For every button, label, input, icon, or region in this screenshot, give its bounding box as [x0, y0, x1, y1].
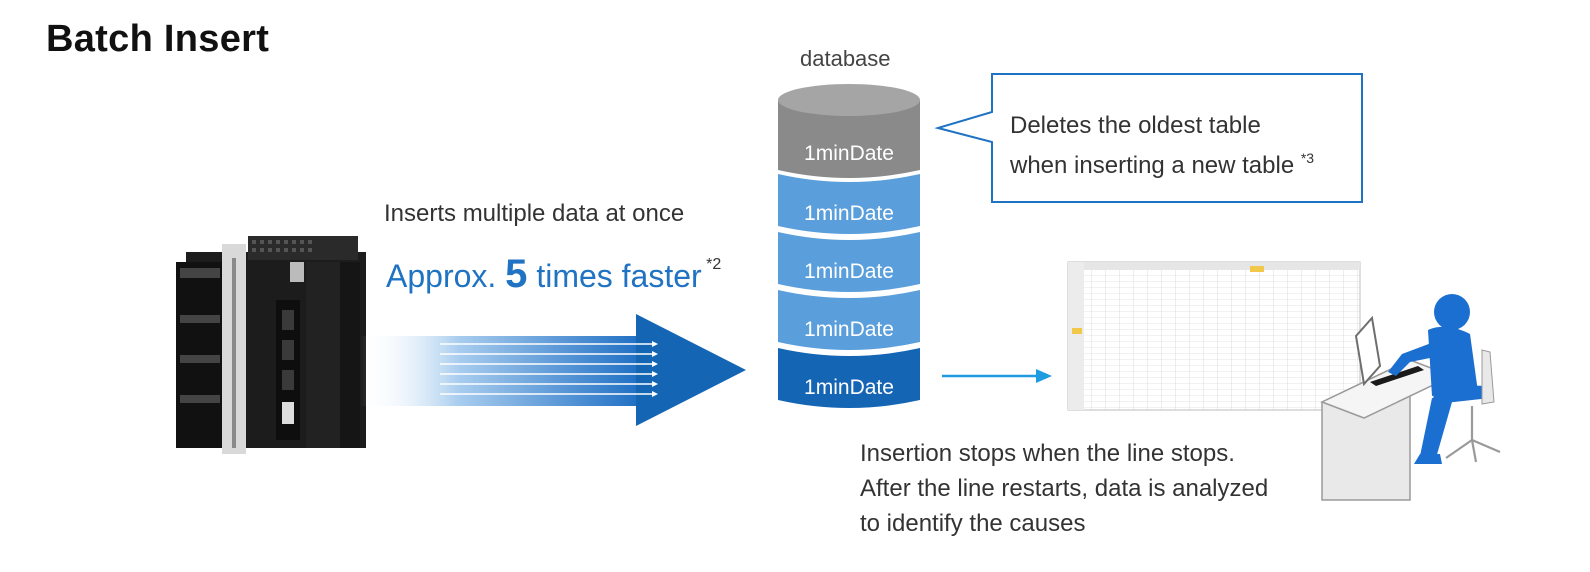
db-segment-label: 1minDate	[804, 318, 894, 341]
person-at-computer-icon	[1320, 294, 1501, 501]
analysis-line-2: After the line restarts, data is analyze…	[860, 475, 1269, 502]
output-arrow	[942, 369, 1052, 383]
db-segment-label: 1minDate	[804, 202, 894, 225]
data-stream-arrow	[360, 314, 746, 426]
db-segment-label: 1minDate	[804, 260, 894, 283]
plc-controller-icon	[176, 236, 366, 454]
callout-text: Deletes the oldest table when inserting …	[1010, 110, 1314, 182]
speed-claim: Approx. 5 times faster *2	[386, 252, 721, 297]
callout-line-2-text: when inserting a new table	[1010, 152, 1295, 179]
analysis-line-3: to identify the causes	[860, 510, 1086, 537]
callout-bubble	[934, 73, 1363, 203]
callout-footnote: *3	[1300, 150, 1315, 166]
db-segment-label-oldest: 1minDate	[804, 142, 894, 165]
speed-suffix: times faster	[527, 258, 702, 294]
callout-line-2: when inserting a new table *3	[1010, 142, 1314, 182]
callout-line-1: Deletes the oldest table	[1010, 112, 1261, 139]
speed-prefix: Approx.	[386, 258, 506, 294]
speed-number: 5	[505, 252, 528, 296]
speed-footnote: *2	[706, 256, 722, 273]
spreadsheet-icon	[1067, 261, 1361, 411]
db-segment-label-newest: 1minDate	[804, 376, 894, 399]
analysis-line-1: Insertion stops when the line stops.	[860, 440, 1235, 467]
database-cylinder	[778, 84, 920, 408]
database-label: database	[800, 46, 891, 71]
analysis-description: Insertion stops when the line stops. Aft…	[860, 436, 1268, 541]
inserts-description: Inserts multiple data at once	[384, 200, 685, 227]
page-title: Batch Insert	[46, 18, 270, 60]
